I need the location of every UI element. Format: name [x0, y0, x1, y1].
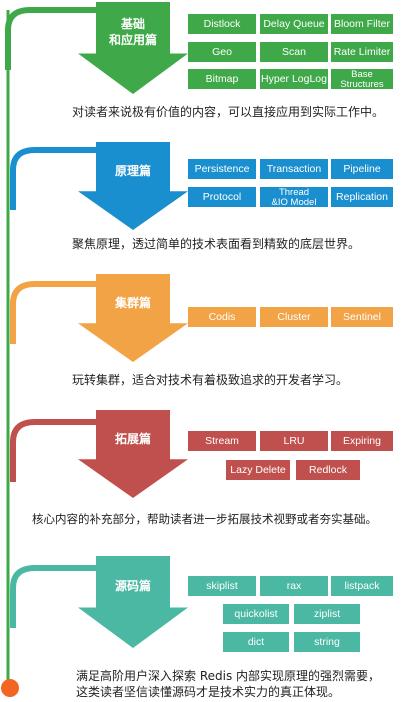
- section-arrow: [78, 274, 188, 362]
- topic-tag: rax: [260, 576, 328, 596]
- section-connector-curve: [10, 147, 100, 210]
- topic-tag: Pipeline: [331, 159, 393, 179]
- topic-tag: Replication: [331, 187, 393, 207]
- timeline-end-dot: [1, 679, 19, 697]
- section-title: 集群篇: [114, 295, 151, 310]
- topic-tag: dict: [223, 632, 289, 652]
- topic-tag: Base Structures: [331, 69, 393, 89]
- topic-tag: listpack: [331, 576, 393, 596]
- topic-tag: Delay Queue: [260, 14, 328, 34]
- topic-tag: Hyper LogLog: [260, 69, 328, 89]
- section-arrow: [78, 142, 188, 230]
- section-description: 聚焦原理，透过简单的技术表面看到精致的底层世界。: [72, 237, 361, 251]
- topic-tag: Transaction: [260, 159, 328, 179]
- topic-tag: Geo: [188, 42, 256, 62]
- section-title: 基础 和应用篇: [108, 16, 157, 47]
- topic-tag: LRU: [260, 431, 328, 451]
- topic-tag: Sentinel: [331, 307, 393, 327]
- topic-tag: Rate Limiter: [331, 42, 393, 62]
- topic-tag: Expiring: [331, 431, 393, 451]
- topic-tag: Bloom Filter: [331, 14, 393, 34]
- section-description: 对读者来说极有价值的内容，可以直接应用到实际工作中。: [72, 105, 385, 119]
- topic-tag: Redlock: [296, 460, 360, 480]
- section-connector-curve: [5, 7, 100, 70]
- topic-tag: string: [294, 632, 360, 652]
- section-description: 核心内容的补充部分，帮助读者进一步拓展技术视野或者夯实基础。: [32, 512, 377, 526]
- topic-tag: Codis: [188, 307, 256, 327]
- topic-tag: Distlock: [188, 14, 256, 34]
- section-connector-curve: [10, 281, 100, 344]
- section-title: 拓展篇: [114, 431, 151, 446]
- section-connector-curve: [10, 565, 100, 628]
- topic-tag: ziplist: [294, 604, 360, 624]
- section-arrow: [78, 410, 188, 498]
- section-arrow: [78, 556, 188, 648]
- topic-tag: Bitmap: [188, 69, 256, 89]
- topic-tag: Lazy Delete: [226, 460, 290, 480]
- section-arrow: [78, 2, 188, 94]
- section-connector-curve: [10, 419, 100, 482]
- section-title: 原理篇: [114, 163, 151, 178]
- topic-tag: Thread &IO Model: [260, 187, 328, 207]
- section-description: 玩转集群，适合对技术有着极致追求的开发者学习。: [72, 373, 349, 387]
- topic-tag: Cluster: [260, 307, 328, 327]
- topic-tag: quickolist: [223, 604, 289, 624]
- section-title: 源码篇: [114, 578, 151, 593]
- topic-tag: Stream: [188, 431, 256, 451]
- topic-tag: Scan: [260, 42, 328, 62]
- topic-tag: Persistence: [188, 159, 256, 179]
- section-description: 满足高阶用户深入探索 Redis 内部实现原理的强烈需要， 这类读者坚信读懂源码…: [76, 669, 381, 699]
- topic-tag: skiplist: [188, 576, 256, 596]
- topic-tag: Protocol: [188, 187, 256, 207]
